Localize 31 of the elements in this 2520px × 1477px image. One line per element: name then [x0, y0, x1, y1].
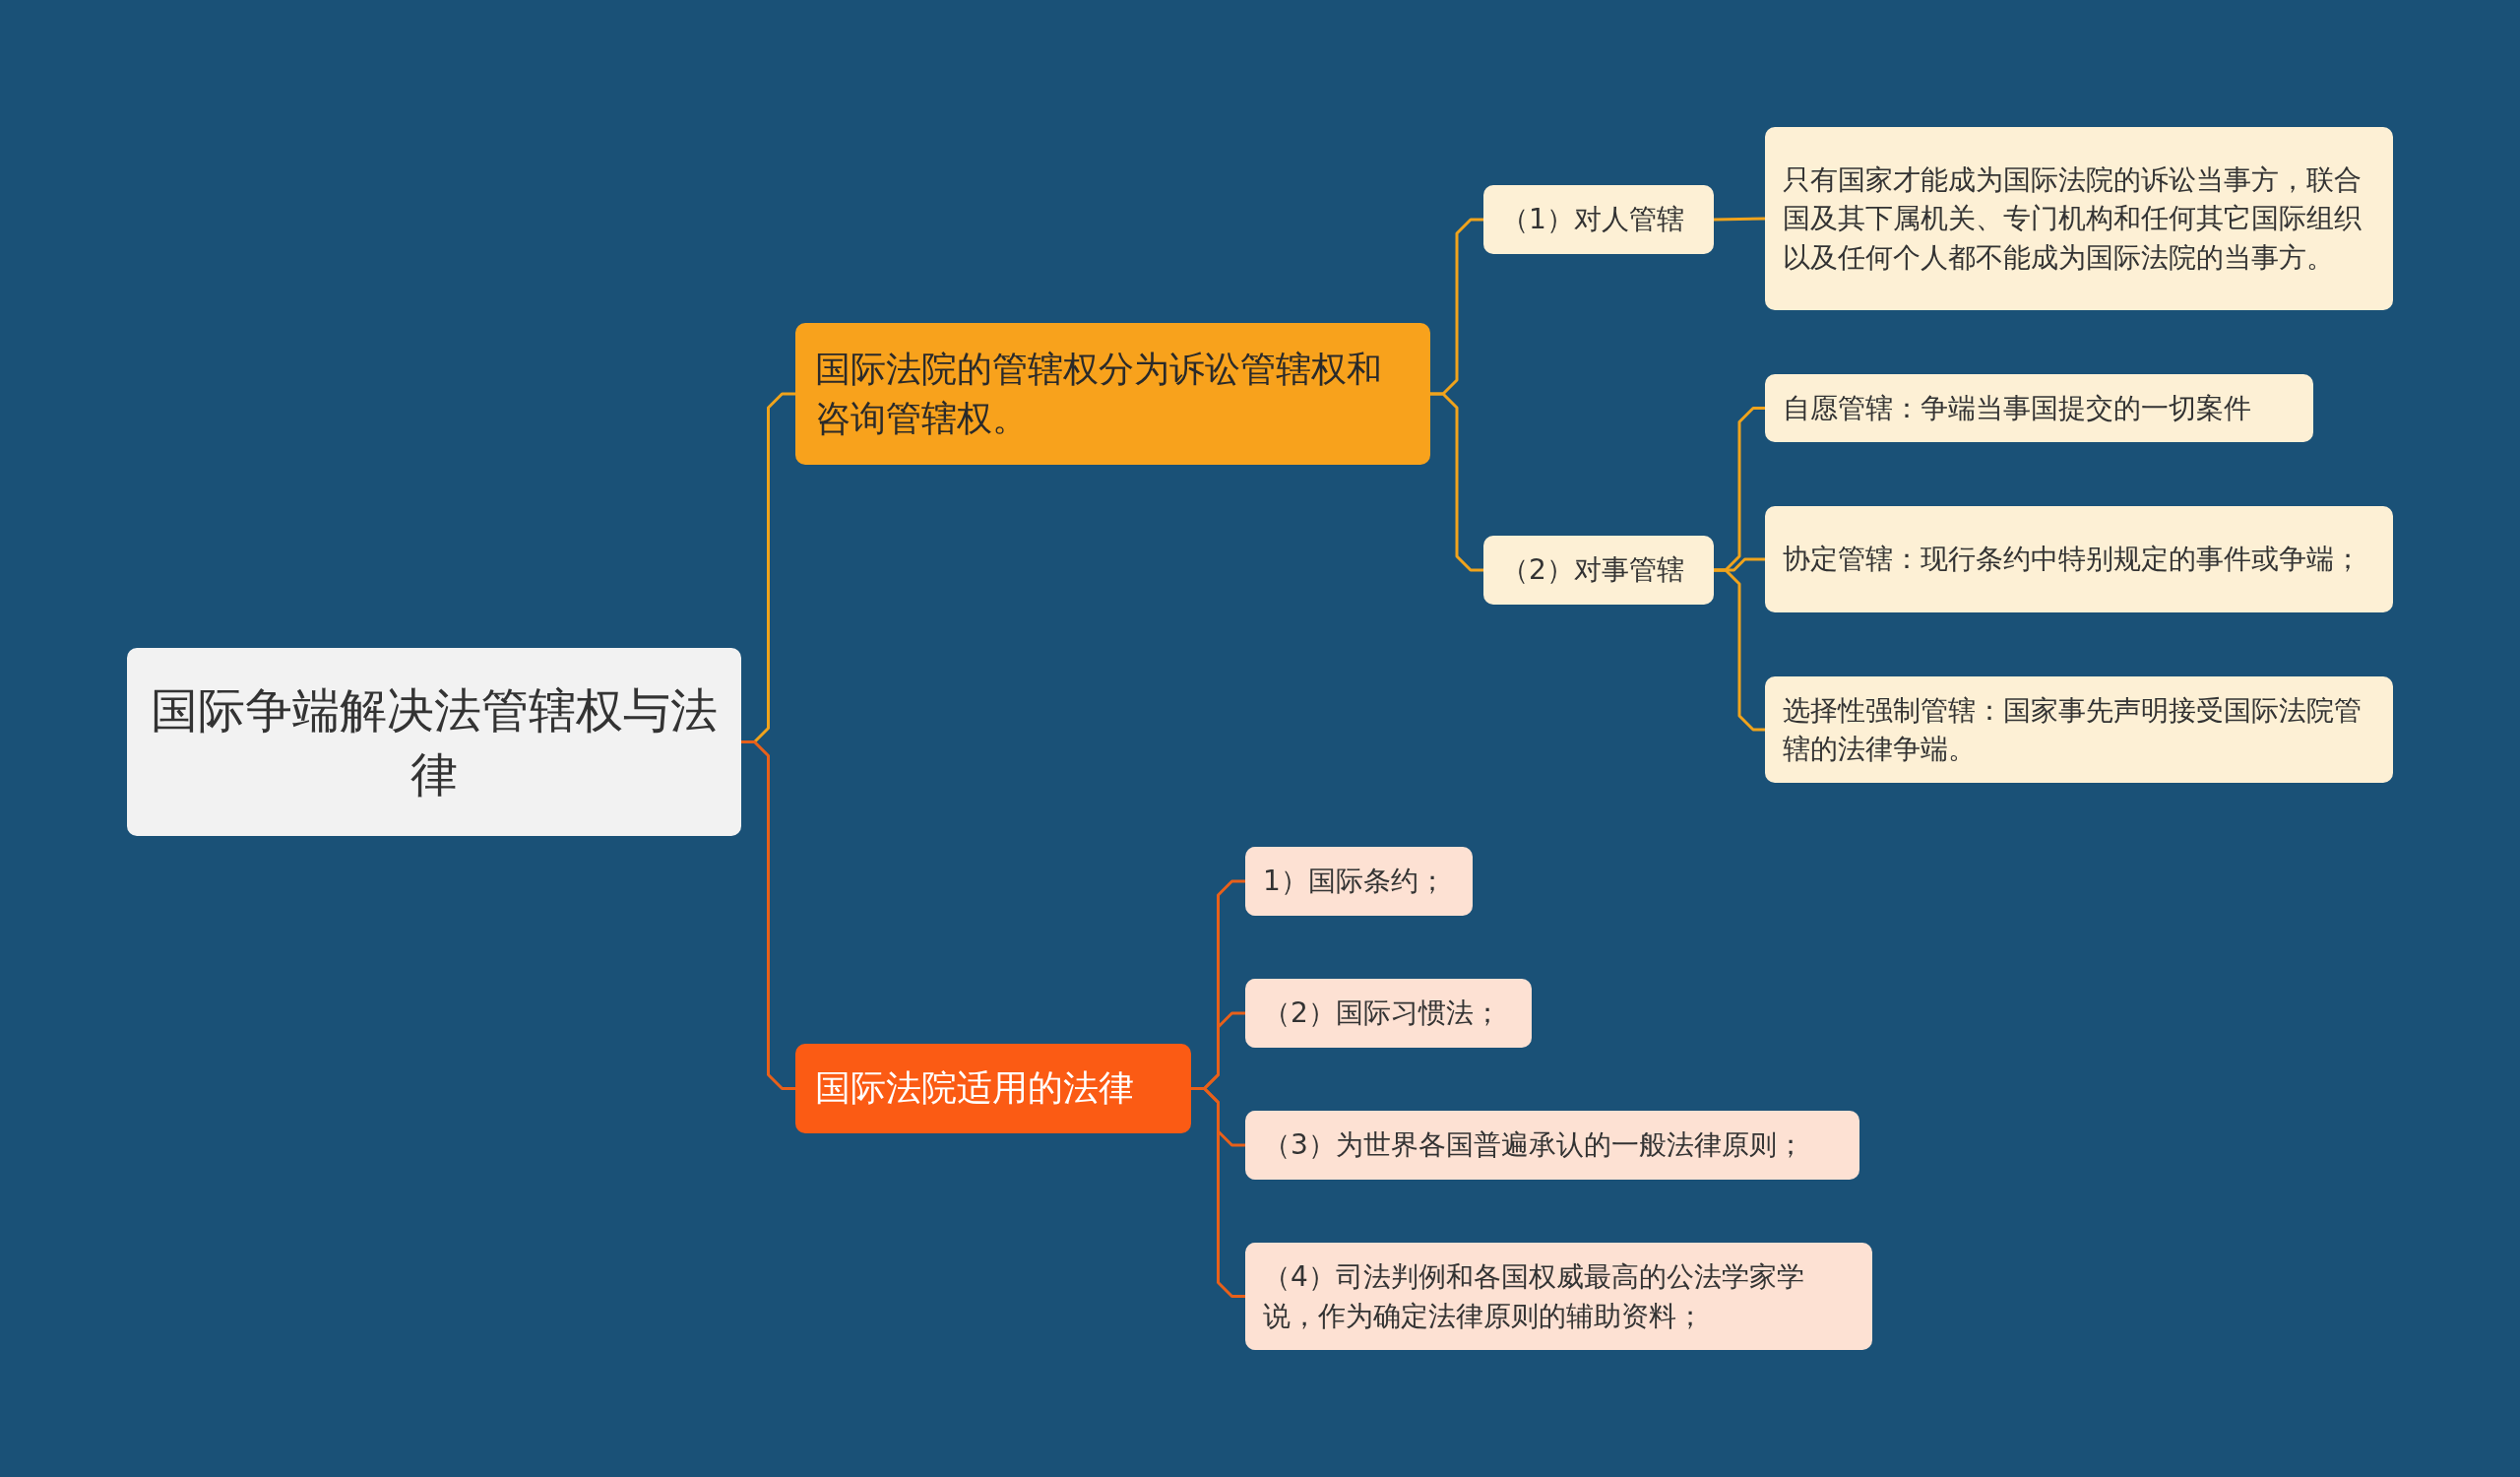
- topic-text: 只有国家才能成为国际法院的诉讼当事方，联合国及其下属机关、专门机构和任何其它国际组织以及任何个人都不能成为国际法院的当事方。: [1783, 162, 2362, 276]
- topic-text: 国际法院适用的法律: [815, 1066, 1134, 1111]
- root-topic-box: [127, 648, 741, 836]
- connector-line: [1191, 1087, 1245, 1298]
- connector-line: [1713, 217, 1766, 222]
- topic-text: 1）国际条约；: [1263, 864, 1446, 900]
- topic-text: （2）国际习惯法；: [1263, 995, 1501, 1032]
- leaf-topic-box: [1765, 374, 2313, 442]
- leaf-topic-box: [1765, 127, 2393, 310]
- connector-line: [1714, 568, 1765, 732]
- leaf-topic-box: [1245, 1111, 1859, 1180]
- topic-text: （1）对人管辖: [1501, 202, 1684, 238]
- topic-text: （3）为世界各国普遍承认的一般法律原则；: [1263, 1127, 1804, 1164]
- leaf-topic-box: [1483, 185, 1714, 254]
- topic-text: 协定管辖：现行条约中特别规定的事件或争端；: [1783, 542, 2362, 578]
- leaf-topic-box: [1765, 506, 2393, 612]
- connector-line: [1430, 392, 1483, 572]
- branch-topic-box: [795, 323, 1430, 465]
- leaf-topic-box: [1245, 847, 1473, 916]
- branch-topic-box: [795, 1044, 1191, 1133]
- leaf-topic-box: [1765, 676, 2393, 783]
- leaf-topic-box: [1245, 979, 1532, 1048]
- topic-text: （2）对事管辖: [1501, 552, 1684, 589]
- leaf-topic-box: [1245, 1243, 1872, 1350]
- topic-text: 国际法院的管辖权分为诉讼管辖权和咨询管辖权。: [815, 347, 1383, 440]
- leaf-topic-box: [1483, 536, 1714, 605]
- topic-text: （4）司法判例和各国权威最高的公法学家学说，作为确定法律原则的辅助资料；: [1263, 1259, 1805, 1334]
- connector-line: [741, 740, 795, 1090]
- topic-text: 自愿管辖：争端当事国提交的一切案件: [1783, 390, 2251, 426]
- topic-text: 国际争端解决法管辖权与法律: [150, 680, 719, 803]
- topic-text: 选择性强制管辖：国家事先声明接受国际法院管辖的法律争端。: [1783, 692, 2362, 767]
